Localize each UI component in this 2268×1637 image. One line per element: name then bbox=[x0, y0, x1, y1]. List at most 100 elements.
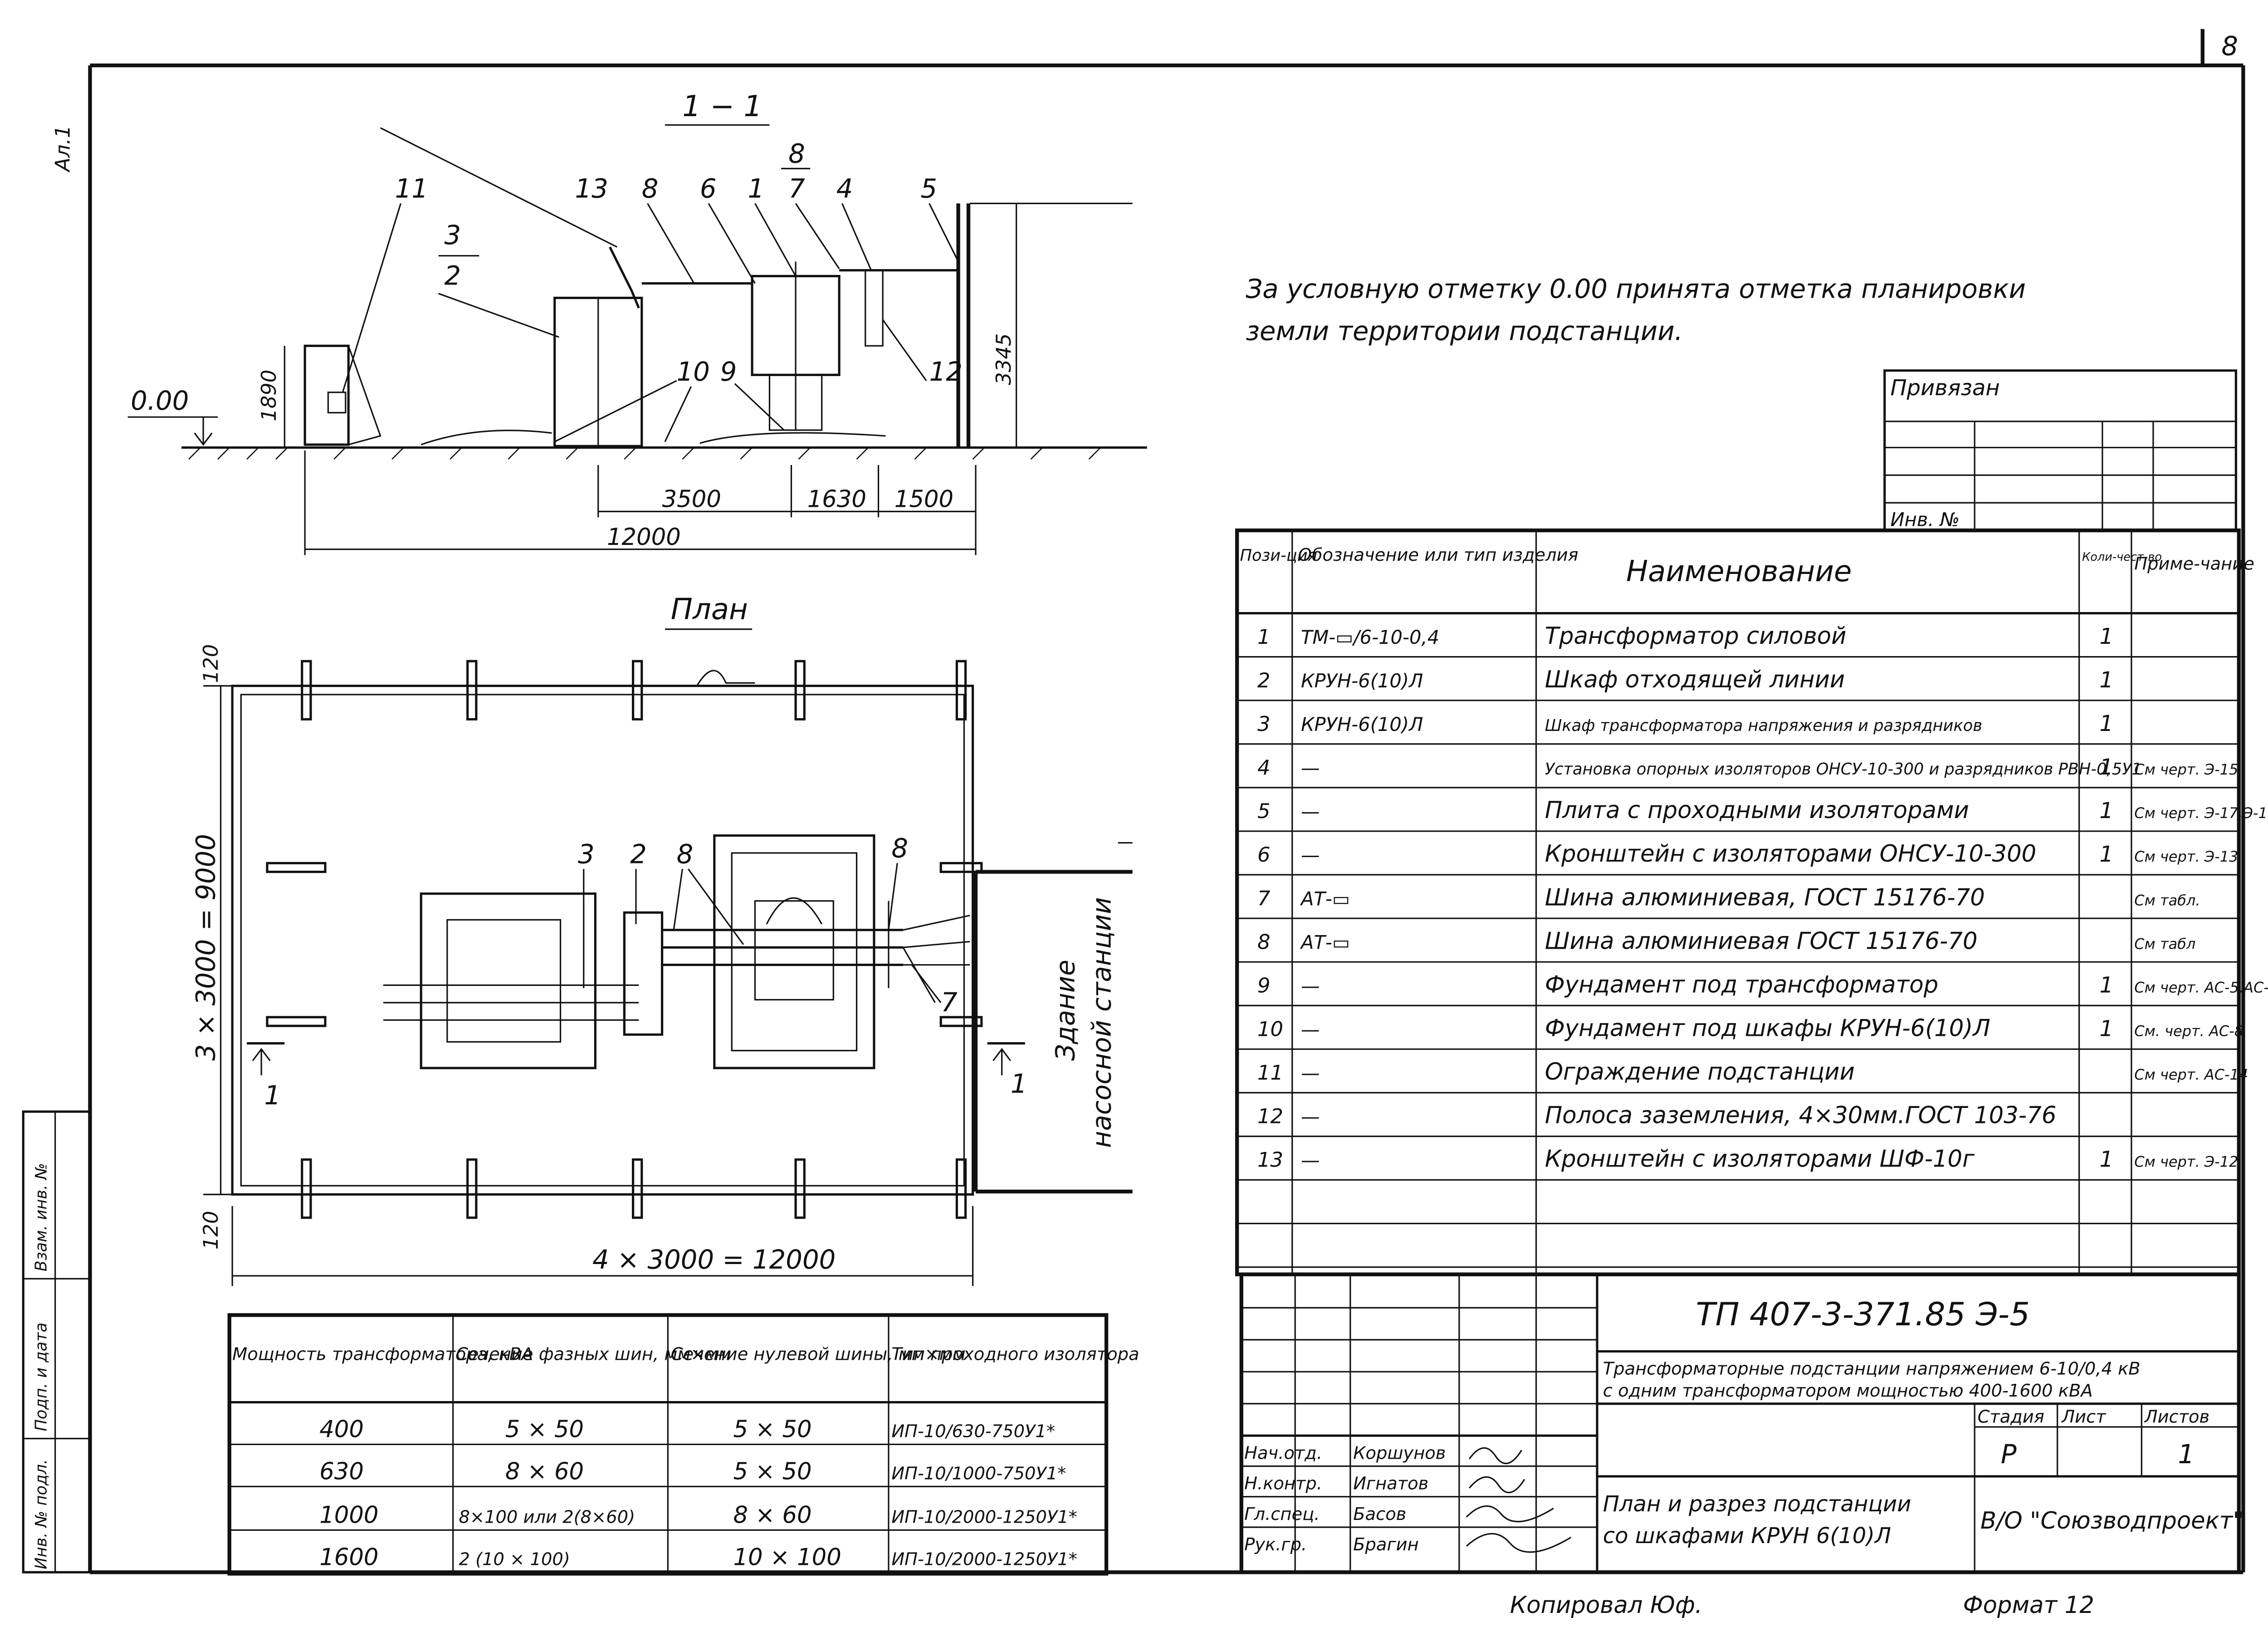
bus-cell: ИП-10/2000-1250У1* bbox=[891, 1507, 1077, 1527]
bus-cell: ИП-10/1000-750У1* bbox=[891, 1463, 1066, 1484]
spec-row-name: Шкаф трансформатора напряжения и разрядн… bbox=[1545, 716, 1982, 735]
spec-row-name: Плита с проходными изоляторами bbox=[1545, 797, 1969, 824]
section-callout-10: 10 bbox=[677, 357, 710, 387]
spec-row-name: Шина алюминиевая ГОСТ 15176-70 bbox=[1545, 927, 1978, 955]
left-margin-stamp: Инв. № подл. Подп. и дата Взам. инв. № bbox=[22, 1110, 92, 1573]
spec-header-pos: Пози-ция bbox=[1240, 546, 1317, 565]
bus-cell: 8×100 или 2(8×60) bbox=[459, 1507, 635, 1527]
spec-row-qty: 1 bbox=[2099, 972, 2113, 998]
section-callout-8: 8 bbox=[642, 174, 659, 204]
spec-row-name: Установка опорных изоляторов ОНСУ-10-300… bbox=[1545, 760, 2142, 779]
note-line-1: За условную отметку 0.00 принята отметка… bbox=[1246, 274, 2026, 304]
title-description-2: с одним трансформатором мощностью 400-16… bbox=[1603, 1381, 2093, 1401]
building-label-1: Здание bbox=[1051, 960, 1081, 1061]
spec-row-qty: 1 bbox=[2099, 798, 2113, 823]
plan-dim-vertical: 3 × 3000 = 9000 bbox=[191, 834, 221, 1061]
bus-cell: 1600 bbox=[319, 1544, 378, 1571]
spec-row-pos: 1 bbox=[1257, 625, 1271, 649]
spec-header-note: Приме-чание bbox=[2134, 554, 2254, 574]
spec-row-note: См черт. АС-5,АС-6 bbox=[2134, 979, 2268, 996]
footer-copied: Копировал Юф. bbox=[1510, 1592, 1702, 1619]
spec-row-pos: 5 bbox=[1257, 799, 1271, 823]
section-callout-2: 2 bbox=[444, 261, 461, 291]
plan-callout-3: 3 bbox=[578, 839, 595, 869]
sheet-number: 8 bbox=[2221, 31, 2238, 62]
spec-row-qty: 1 bbox=[2099, 711, 2113, 736]
spec-row-pos: 2 bbox=[1257, 668, 1271, 692]
section-callout-3: 3 bbox=[444, 220, 461, 250]
cut-mark-left: 1 bbox=[264, 1080, 281, 1111]
spec-row-name: Шкаф отходящей линии bbox=[1545, 666, 1845, 693]
bus-cell: 630 bbox=[319, 1458, 364, 1485]
dim-1630: 1630 bbox=[807, 486, 866, 513]
title-block: ТП 407-3-371.85 Э-5 Трансформаторные под… bbox=[1239, 1272, 2244, 1574]
fence-posts bbox=[266, 660, 983, 1219]
binding-inv: Инв. № bbox=[1891, 508, 1960, 530]
spec-row-qty: 1 bbox=[2099, 755, 2113, 780]
signature-roles: Нач.отд.КоршуновН.контр.ИгнатовГл.спец.Б… bbox=[1244, 1443, 1446, 1555]
role-label: Гл.спец. bbox=[1244, 1504, 1320, 1524]
side-mark: Ал.1 bbox=[51, 125, 75, 173]
ground-hatching bbox=[188, 447, 1101, 460]
section-callout-5: 5 bbox=[920, 174, 937, 204]
role-label: Нач.отд. bbox=[1244, 1443, 1322, 1463]
spec-row-note: См черт. Э-12 bbox=[2134, 1153, 2238, 1171]
bus-cell: ИП-10/630-750У1* bbox=[891, 1421, 1055, 1441]
spec-row-pos: 10 bbox=[1257, 1017, 1283, 1041]
drawing-title-2: со шкафами КРУН 6(10)Л bbox=[1603, 1523, 1891, 1549]
spec-row-name: Кронштейн с изоляторами ОНСУ-10-300 bbox=[1545, 840, 2036, 868]
plan-edge-120-top: 120 bbox=[199, 644, 223, 683]
section-callout-6: 6 bbox=[700, 174, 717, 204]
plan-view: План Здание насосной ста bbox=[191, 593, 1133, 1286]
bus-table: Мощность трансформатора, кВА Сечение фаз… bbox=[227, 1313, 1139, 1576]
spec-row-note: См табл bbox=[2134, 935, 2195, 952]
spec-row-code: АТ-▭ bbox=[1300, 887, 1350, 910]
plan-callout-8-right: 8 bbox=[891, 833, 908, 864]
bus-header-insulator: Тип проходного изолятора bbox=[891, 1344, 1139, 1365]
level-mark: 0.00 bbox=[131, 386, 189, 416]
spec-row-note: См табл. bbox=[2134, 892, 2200, 909]
sheets-label: Листов bbox=[2144, 1407, 2209, 1427]
spec-row-code: — bbox=[1301, 975, 1320, 997]
section-callout-9: 9 bbox=[720, 357, 737, 387]
spec-row-code: КРУН-6(10)Л bbox=[1301, 670, 1423, 692]
role-name: Коршунов bbox=[1353, 1443, 1446, 1463]
spec-row-code: — bbox=[1301, 800, 1320, 823]
spec-row-pos: 12 bbox=[1257, 1104, 1283, 1128]
bus-cell: ИП-10/2000-1250У1* bbox=[891, 1549, 1077, 1569]
spec-row-pos: 11 bbox=[1257, 1061, 1283, 1085]
bus-header-phase: Сечение фазных шин, мм×мм bbox=[456, 1344, 731, 1365]
bus-header-power: Мощность трансформатора, кВА bbox=[232, 1344, 533, 1365]
section-title: 1 − 1 bbox=[682, 90, 762, 123]
spec-row-qty: 1 bbox=[2099, 624, 2113, 649]
section-callout-13: 13 bbox=[575, 174, 608, 204]
spec-row-note: См черт. Э-13 bbox=[2134, 848, 2238, 865]
height-3345: 3345 bbox=[992, 333, 1016, 385]
spec-row-qty: 1 bbox=[2099, 842, 2113, 867]
spec-row-note: См черт. Э-15 bbox=[2134, 761, 2238, 778]
spec-row-code: ТМ-▭/6-10-0,4 bbox=[1301, 626, 1439, 648]
spec-row-name: Кронштейн с изоляторами ШФ-10г bbox=[1545, 1146, 1975, 1173]
dim-12000: 12000 bbox=[607, 524, 681, 551]
role-name: Басов bbox=[1353, 1504, 1406, 1524]
section-callout-12: 12 bbox=[929, 357, 963, 387]
footer-format: Формат 12 bbox=[1963, 1592, 2094, 1619]
bus-cell: 2 (10 × 100) bbox=[459, 1549, 570, 1569]
spec-row-code: — bbox=[1301, 844, 1320, 866]
spec-row-code: — bbox=[1301, 1018, 1320, 1040]
spec-header-qty: Коли-чест-во bbox=[2082, 550, 2162, 564]
bus-cell: 5 × 50 bbox=[505, 1416, 584, 1443]
binding-block: Привязан Инв. № bbox=[1883, 369, 2237, 532]
role-name: Игнатов bbox=[1353, 1474, 1428, 1494]
plan-dim-horizontal: 4 × 3000 = 12000 bbox=[592, 1245, 836, 1275]
sheet-label: Лист bbox=[2061, 1407, 2107, 1427]
spec-row-note: См черт. Э-17,Э-18 bbox=[2134, 804, 2268, 822]
role-label: Рук.гр. bbox=[1244, 1534, 1307, 1555]
binding-title: Привязан bbox=[1891, 375, 2000, 401]
section-callout-11: 11 bbox=[395, 174, 428, 204]
drawing-title-1: План и разрез подстанции bbox=[1603, 1491, 1911, 1517]
note-line-2: земли территории подстанции. bbox=[1246, 316, 1683, 346]
spec-row-qty: 1 bbox=[2099, 1147, 2113, 1172]
building-label-2: насосной станции bbox=[1087, 897, 1117, 1148]
